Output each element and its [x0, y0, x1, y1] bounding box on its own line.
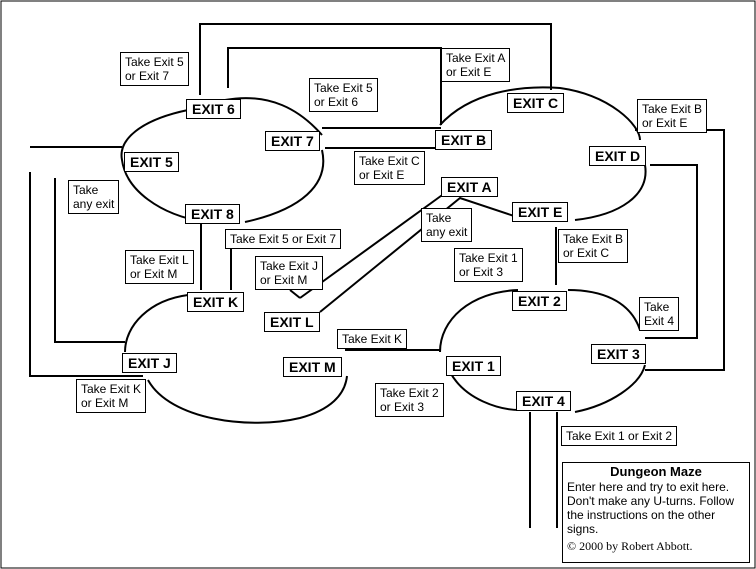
sign-exit-l-or-m: Take Exit L or Exit M [125, 250, 194, 284]
exit-6-label: EXIT 6 [186, 99, 241, 119]
sign-exit-4: Take Exit 4 [639, 297, 680, 331]
instruction-line-1: Enter here and try to exit here. [567, 480, 730, 494]
exit-5-label: EXIT 5 [124, 152, 179, 172]
sign-exit-1-or-2: Take Exit 1 or Exit 2 [561, 426, 678, 446]
exit-a-label: EXIT A [441, 177, 498, 197]
exit-d-label: EXIT D [589, 146, 647, 166]
exit-b-label: EXIT B [435, 130, 493, 150]
top-left-loop [120, 109, 206, 223]
sign-exit-c-or-e: Take Exit C or Exit E [354, 151, 425, 185]
instruction-line-4: signs. [567, 522, 599, 536]
instruction-line-2: Don't make any U-turns. Follow [567, 494, 735, 508]
exit-4-label: EXIT 4 [516, 391, 571, 411]
exit-l-label: EXIT L [264, 312, 320, 332]
sign-exit-5-or-7-middle: Take Exit 5 or Exit 7 [225, 229, 342, 249]
copyright-text: © 2000 by Robert Abbott. [567, 539, 693, 553]
exit-c-label: EXIT C [507, 93, 565, 113]
sign-exit-5-or-7: Take Exit 5 or Exit 7 [120, 52, 189, 86]
maze-title: Dungeon Maze [610, 464, 702, 479]
exit-8-label: EXIT 8 [185, 204, 240, 224]
sign-exit-5-or-6: Take Exit 5 or Exit 6 [309, 78, 378, 112]
sign-take-any-exit-left: Take any exit [68, 180, 120, 214]
sign-exit-a-or-e: Take Exit A or Exit E [441, 48, 511, 82]
maze-instructions-box: Dungeon Maze Enter here and try to exit … [562, 462, 750, 563]
exit-1-label: EXIT 1 [446, 356, 501, 376]
exit-2-label: EXIT 2 [512, 291, 567, 311]
exit-e-label: EXIT E [512, 202, 569, 222]
exit-m-label: EXIT M [283, 357, 342, 377]
sign-exit-k: Take Exit K [337, 329, 408, 349]
sign-exit-b-or-e: Take Exit B or Exit E [637, 99, 708, 133]
sign-exit-k-or-m: Take Exit K or Exit M [76, 379, 147, 413]
sign-exit-2-or-3: Take Exit 2 or Exit 3 [375, 383, 444, 417]
sign-exit-j-or-m: Take Exit J or Exit M [255, 256, 324, 290]
sign-exit-b-or-c: Take Exit B or Exit C [558, 229, 629, 263]
exit-j-label: EXIT J [122, 353, 177, 373]
exit-7-label: EXIT 7 [265, 131, 320, 151]
sign-exit-1-or-3: Take Exit 1 or Exit 3 [454, 248, 523, 282]
exit-3-label: EXIT 3 [591, 344, 646, 364]
sign-take-any-exit-center: Take any exit [421, 208, 473, 242]
instruction-line-3: the instructions on the other [567, 508, 716, 522]
exit-k-label: EXIT K [187, 292, 245, 312]
